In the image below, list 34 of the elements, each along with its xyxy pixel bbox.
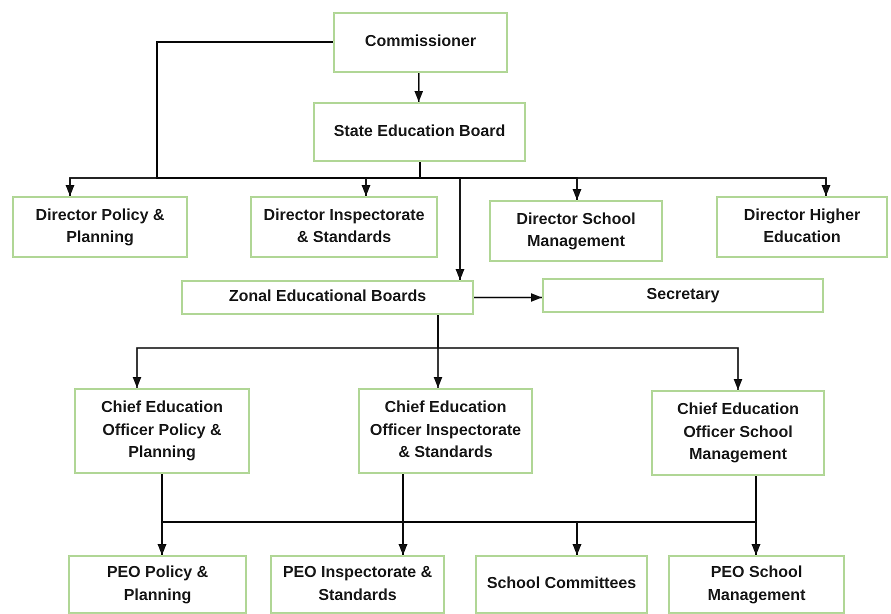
org-box bbox=[74, 388, 250, 474]
org-box bbox=[716, 196, 888, 258]
connector-arrow bbox=[752, 476, 760, 555]
org-box bbox=[270, 555, 445, 614]
connector-arrow bbox=[437, 315, 742, 390]
org-box bbox=[68, 555, 247, 614]
box-label: Director Policy & Planning bbox=[34, 206, 166, 248]
box-label: State Education Board bbox=[334, 122, 506, 142]
org-box bbox=[475, 555, 648, 614]
org-box bbox=[651, 390, 825, 476]
box-label: Director Higher Education bbox=[742, 206, 862, 248]
org-box bbox=[333, 12, 508, 73]
box-label: PEO Inspectorate & Standards bbox=[282, 563, 434, 606]
box-label: School Committees bbox=[486, 574, 636, 594]
box-label: Director School Management bbox=[515, 210, 637, 252]
org-box bbox=[489, 200, 663, 262]
box-label: Chief Education Officer School Management bbox=[676, 400, 800, 466]
box-label: Chief Education Officer Policy & Planning bbox=[100, 398, 224, 464]
box-label: PEO School Management bbox=[706, 563, 806, 606]
org-box bbox=[668, 555, 845, 614]
org-box bbox=[12, 196, 188, 258]
org-box bbox=[250, 196, 438, 258]
connector-arrow bbox=[474, 293, 542, 302]
box-label: Zonal Educational Boards bbox=[228, 287, 426, 308]
box-label: Commissioner bbox=[364, 32, 476, 52]
box-label: Secretary bbox=[646, 285, 720, 306]
connector-arrow bbox=[414, 73, 424, 102]
org-box bbox=[181, 280, 474, 315]
org-box bbox=[542, 278, 824, 313]
box-label: Chief Education Officer Inspectorate & Standards bbox=[368, 398, 522, 464]
org-box bbox=[358, 388, 533, 474]
org-box bbox=[313, 102, 526, 162]
box-label: PEO Policy & Planning bbox=[106, 563, 210, 606]
box-label: Director Inspectorate & Standards bbox=[262, 206, 426, 248]
